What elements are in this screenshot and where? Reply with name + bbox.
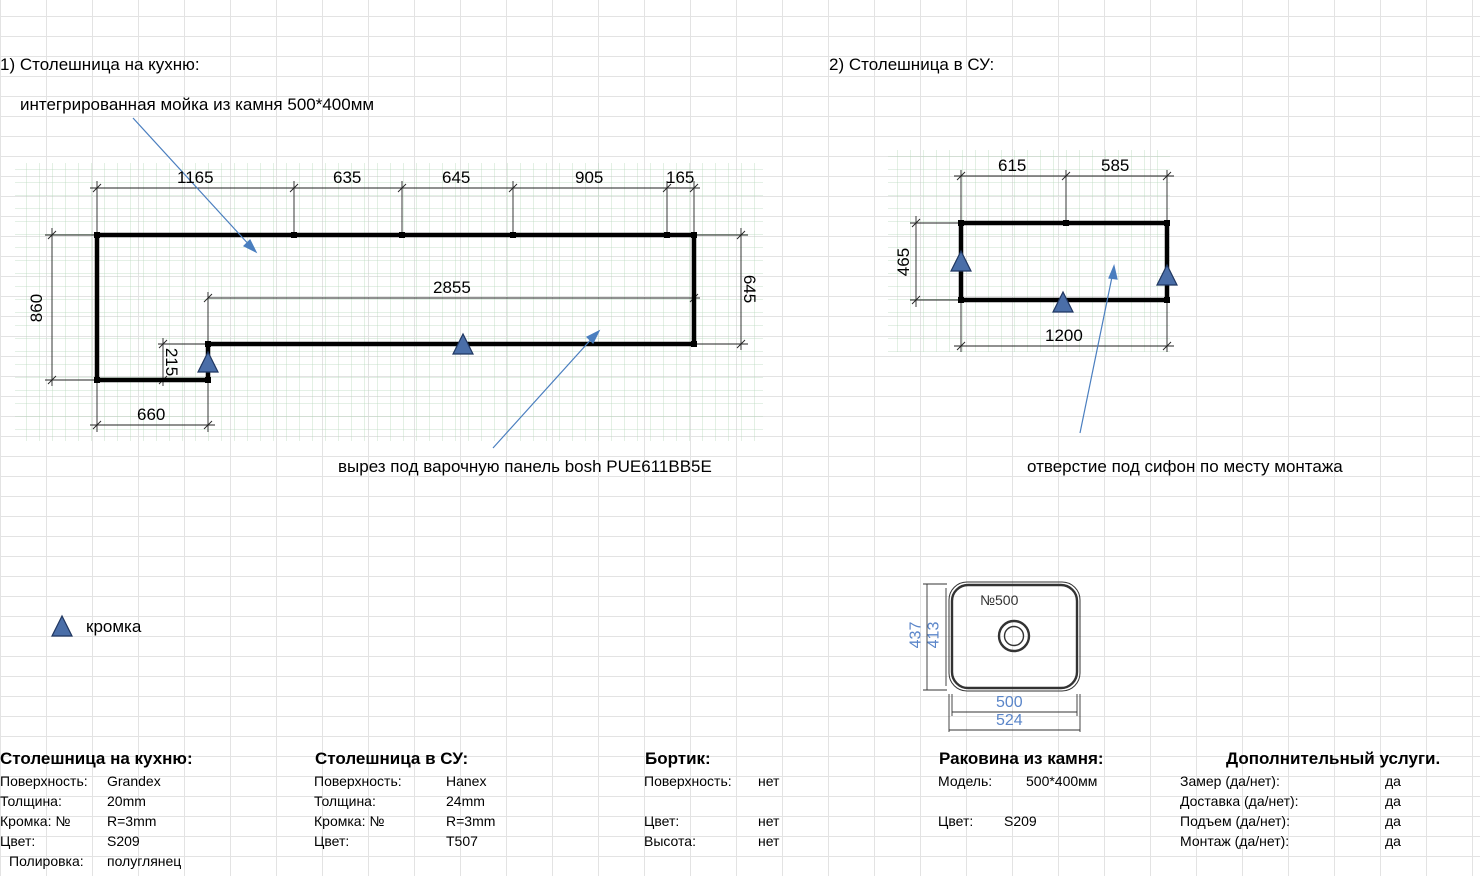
spec-sink-title: Раковина из камня: [939, 749, 1104, 768]
sink-width-inner: 500 [996, 694, 1023, 711]
spec-kitchen-value: R=3mm [107, 813, 157, 829]
spec-bortik-label: Высота: [644, 833, 696, 849]
dim-label: 660 [137, 405, 166, 424]
spec-bath-label: Поверхность: [314, 773, 402, 789]
edge-marker [452, 332, 474, 355]
dim-label: 215 [162, 347, 182, 377]
spec-kitchen-label: Цвет: [0, 833, 36, 849]
sink-height-outer: 437 [907, 621, 925, 649]
dim-label: 465 [894, 247, 914, 277]
spec-bath-title: Столешница в СУ: [315, 749, 469, 768]
spec-extra-label: Монтаж (да/нет): [1180, 833, 1290, 849]
spec-sink-value: S209 [1004, 813, 1037, 829]
spec-bath-value: T507 [446, 833, 478, 849]
spec-bath-label: Толщина: [314, 793, 376, 809]
spec-kitchen-value: S209 [107, 833, 140, 849]
spec-sink-label: Модель: [938, 773, 993, 789]
spec-extra-value: да [1385, 793, 1401, 809]
dim-label: 1165 [177, 168, 214, 187]
spec-bortik-label: Цвет: [644, 813, 680, 829]
spec-kitchen-label: Толщина: [0, 793, 62, 809]
spec-kitchen-label: Кромка: № [0, 813, 71, 829]
sink-height-inner: 413 [925, 621, 943, 649]
spec-bortik-value: нет [758, 773, 780, 789]
spec-kitchen-value: Grandex [107, 773, 161, 789]
sink-width-outer: 524 [996, 712, 1023, 729]
spec-bath-value: 24mm [446, 793, 485, 809]
note-hob: вырез под варочную панель bosh PUE611BB5… [338, 457, 712, 476]
spec-extra-label: Подъем (да/нет): [1180, 813, 1290, 829]
edge-marker [1156, 263, 1178, 286]
spec-kitchen-label: Поверхность: [0, 773, 88, 789]
spec-kitchen-title: Столешница на кухню: [0, 749, 193, 768]
legend-label: кромка [86, 617, 142, 636]
dim-label: 860 [27, 293, 47, 323]
dim-label: 2855 [433, 278, 471, 297]
dim-label: 585 [1101, 156, 1130, 175]
spec-extra-value: да [1385, 773, 1401, 789]
spec-bortik-title: Бортик: [645, 749, 711, 768]
dim-label: 635 [333, 168, 362, 187]
spec-bortik-value: нет [758, 833, 780, 849]
sink-technical-drawing [923, 581, 1081, 732]
edge-markers [51, 249, 1178, 637]
title-kitchen: 1) Столешница на кухню: [0, 55, 200, 74]
spec-extra-value: да [1385, 813, 1401, 829]
dim-label: 905 [575, 168, 604, 187]
spec-bath-value: Hanex [446, 773, 487, 789]
legend-edge-icon [51, 614, 73, 637]
dim-label: 615 [998, 156, 1027, 175]
note-siphon: отверстие под сифон по месту монтажа [1027, 457, 1343, 476]
spec-kitchen-label: Полировка: [9, 853, 84, 869]
callout-arrows [132, 117, 1118, 449]
spec-extra-title: Дополнительный услуги. [1226, 749, 1441, 768]
spec-bortik-label: Поверхность: [644, 773, 732, 789]
spec-bath-value: R=3mm [446, 813, 496, 829]
dim-label: 165 [666, 168, 695, 187]
bath-drawing-grid [888, 150, 1170, 352]
dim-label: 645 [442, 168, 471, 187]
spec-bath-label: Кромка: № [314, 813, 385, 829]
note-sink: интегрированная мойка из камня 500*400мм [20, 95, 375, 114]
kitchen-drawing-grid [15, 163, 763, 441]
spec-sink-value: 500*400мм [1026, 773, 1098, 789]
dim-label: 645 [740, 274, 760, 304]
title-bathroom: 2) Столешница в СУ: [829, 55, 995, 74]
kitchen-countertop-drawing [45, 181, 748, 432]
spec-bortik-value: нет [758, 813, 780, 829]
spec-kitchen-value: 20mm [107, 793, 146, 809]
spec-extra-value: да [1385, 833, 1401, 849]
edge-marker [1052, 290, 1074, 313]
spec-extra-label: Доставка (да/нет): [1180, 793, 1299, 809]
spec-kitchen-value: полуглянец [107, 853, 182, 869]
spec-sink-label: Цвет: [938, 813, 974, 829]
edge-marker [950, 249, 972, 272]
dim-label: 1200 [1045, 326, 1083, 345]
spec-bath-label: Цвет: [314, 833, 350, 849]
edge-marker [197, 350, 219, 373]
sink-model-label: №500 [980, 592, 1019, 608]
spec-extra-label: Замер (да/нет): [1180, 773, 1280, 789]
